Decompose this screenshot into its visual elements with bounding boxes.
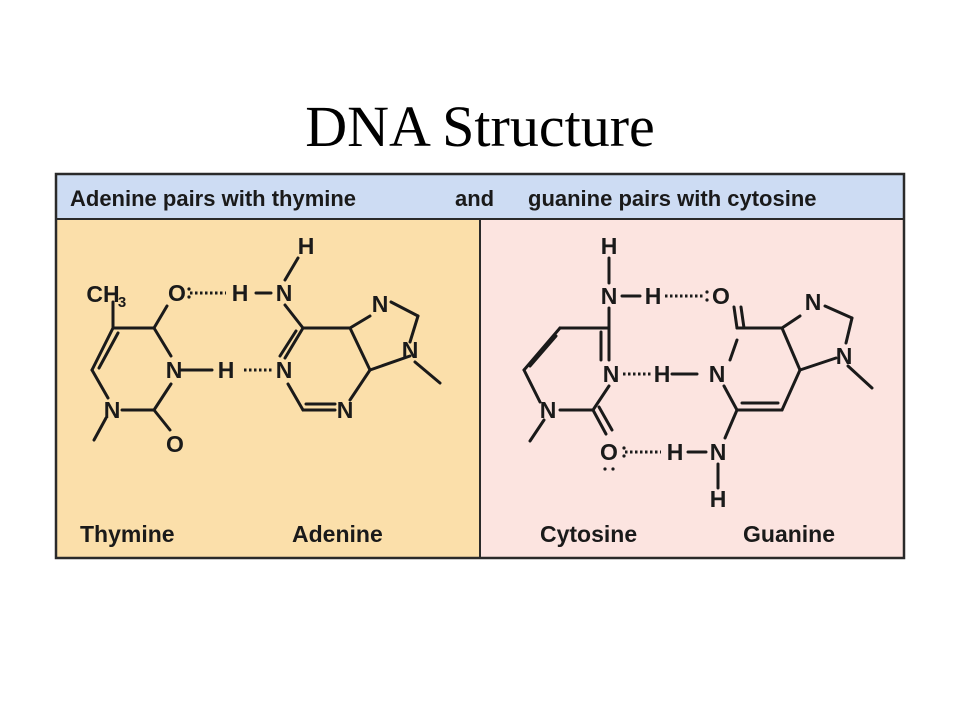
- label-guanine: Guanine: [743, 521, 835, 547]
- at-panel: [56, 219, 480, 558]
- atom-ch3-subscript: 3: [118, 294, 126, 311]
- atom-n: N: [337, 397, 354, 423]
- atom-n: N: [402, 337, 419, 363]
- atom-h: H: [710, 486, 727, 512]
- banner-and-text: and: [455, 186, 494, 211]
- hydrogen-bonds: [190, 291, 705, 454]
- atom-n: N: [601, 283, 618, 309]
- atom-n: N: [104, 397, 121, 423]
- banner-gc-text: guanine pairs with cytosine: [528, 186, 817, 211]
- atom-n: N: [166, 357, 183, 383]
- slide-title: DNA Structure: [305, 94, 655, 159]
- atom-n: N: [709, 361, 726, 387]
- banner-background: [56, 174, 904, 219]
- atom-o: O: [712, 283, 730, 309]
- atom-h: H: [232, 280, 249, 306]
- atom-h: H: [645, 283, 662, 309]
- atom-h: H: [654, 361, 671, 387]
- atom-h: H: [218, 357, 235, 383]
- label-adenine: Adenine: [292, 521, 383, 547]
- atom-o: O: [600, 439, 618, 465]
- atom-n: N: [710, 439, 727, 465]
- label-cytosine: Cytosine: [540, 521, 637, 547]
- atom-labels: CH 3 O N N O H H N H N N N N H N H N N O…: [86, 233, 852, 512]
- atom-h: H: [667, 439, 684, 465]
- atom-o: O: [166, 431, 184, 457]
- atom-n: N: [836, 343, 853, 369]
- atom-n: N: [372, 291, 389, 317]
- gc-panel: [480, 219, 904, 558]
- atom-n: N: [276, 280, 293, 306]
- atom-n: N: [805, 289, 822, 315]
- atom-n: N: [540, 397, 557, 423]
- lone-pair-dots: [187, 287, 709, 471]
- atom-ch3: CH: [86, 281, 119, 307]
- banner-at-text: Adenine pairs with thymine: [70, 186, 356, 211]
- atom-h: H: [601, 233, 618, 259]
- atom-n: N: [276, 357, 293, 383]
- label-thymine: Thymine: [80, 521, 175, 547]
- atom-h: H: [298, 233, 315, 259]
- atom-n: N: [603, 361, 620, 387]
- atom-o: O: [168, 280, 186, 306]
- bonds: [90, 256, 874, 490]
